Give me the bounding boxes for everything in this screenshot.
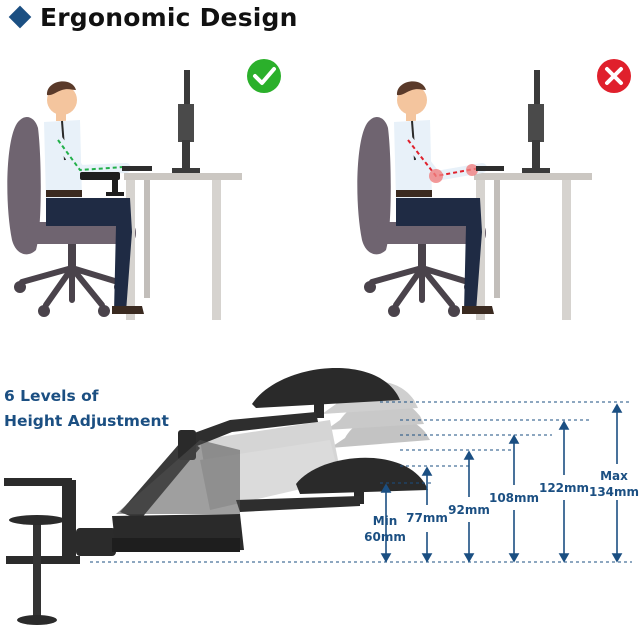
- good-posture-badge: [247, 59, 281, 93]
- desk-clamp: [4, 478, 116, 625]
- measurement-label-122: 122mm: [536, 480, 592, 496]
- measurement-122-line1: 122mm: [538, 481, 590, 495]
- measurement-label-max: Max 134mm: [588, 468, 640, 500]
- measurement-label-min: Min 60mm: [360, 513, 410, 545]
- measurement-max-line2: 134mm: [588, 485, 640, 499]
- measurement-108-line1: 108mm: [488, 491, 540, 505]
- measurement-max-line1: Max: [600, 469, 628, 483]
- measurement-min-line1: Min: [372, 514, 398, 528]
- measurement-label-108: 108mm: [486, 490, 542, 506]
- intermediate-levels: [200, 381, 430, 510]
- ergonomic-comparison-illustration: [0, 59, 631, 320]
- heading-line-1: 6 Levels of: [4, 387, 99, 405]
- measurement-92-line1: 92mm: [448, 503, 490, 517]
- page-title: Ergonomic Design: [40, 2, 298, 32]
- heading-line-2: Height Adjustment: [4, 412, 169, 430]
- check-icon: [247, 59, 281, 93]
- bad-posture-scene: [357, 70, 592, 320]
- good-posture-scene: [7, 70, 242, 320]
- measurement-label-92: 92mm: [442, 502, 496, 518]
- measurement-77-line1: 77mm: [406, 511, 448, 525]
- bad-posture-badge: [597, 59, 631, 93]
- measurement-min-line2: 60mm: [364, 530, 406, 544]
- title-row: Ergonomic Design: [4, 0, 298, 34]
- height-adjustment-heading: 6 Levels of Height Adjustment: [4, 384, 169, 434]
- measurement-label-77: 77mm: [400, 510, 454, 526]
